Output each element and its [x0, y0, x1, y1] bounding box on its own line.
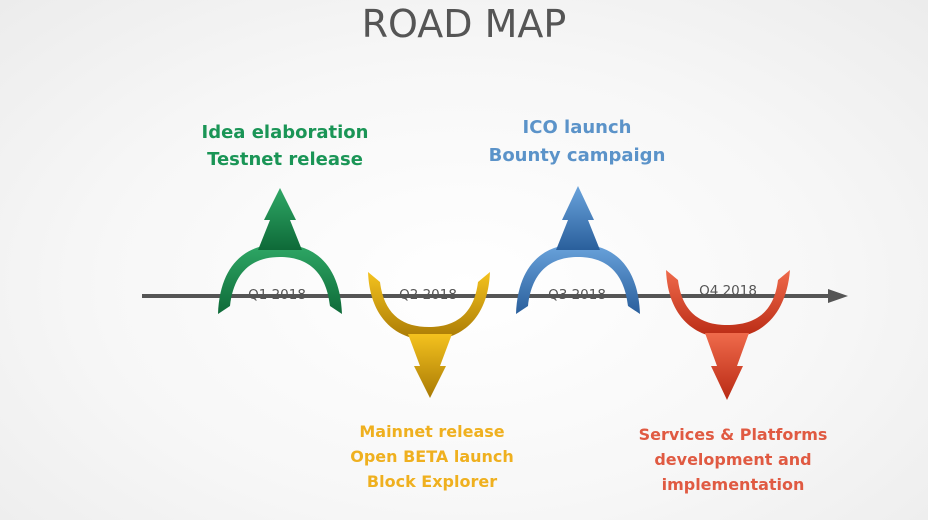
milestone-q3-line: ICO launch: [522, 117, 632, 138]
milestone-q3-arrow: [556, 186, 600, 250]
milestone-q3: Q3 2018: [516, 186, 640, 314]
milestone-q4: Q4 2018: [666, 270, 790, 400]
milestone-q2-label: Q2 2018: [399, 287, 457, 303]
timeline-arrowhead: [828, 289, 848, 303]
milestone-q2-line: Block Explorer: [366, 472, 498, 491]
milestone-q4-line: development and: [654, 450, 812, 469]
milestone-q4-line: implementation: [661, 475, 805, 494]
milestone-q2-arrow: [408, 334, 452, 398]
milestone-q2-description: Mainnet release Open BETA launch Block E…: [317, 419, 547, 494]
milestone-q2-line: Open BETA launch: [350, 447, 514, 466]
milestone-q3-arc: [516, 244, 640, 314]
milestone-q3-label: Q3 2018: [548, 287, 606, 303]
milestone-q2-line: Mainnet release: [359, 422, 505, 441]
milestone-q4-line: Services & Platforms: [638, 425, 828, 444]
milestone-q1-line: Testnet release: [207, 149, 363, 170]
milestone-q1-arrow: [258, 188, 302, 250]
milestone-q1-label: Q1 2018: [248, 287, 306, 303]
milestone-q2-arc: [368, 272, 490, 340]
milestone-q1: Q1 2018: [218, 188, 342, 314]
milestone-q4-description: Services & Platforms development and imp…: [613, 422, 853, 497]
milestone-q1-description: Idea elaboration Testnet release: [170, 119, 400, 173]
milestone-q1-arc: [218, 244, 342, 314]
milestone-q1-line: Idea elaboration: [201, 122, 369, 143]
milestone-q3-description: ICO launch Bounty campaign: [462, 114, 692, 170]
page-title: ROAD MAP: [361, 2, 567, 46]
milestone-q4-arrow: [705, 333, 749, 400]
milestone-q4-arc: [666, 270, 790, 338]
milestone-q4-label: Q4 2018: [699, 283, 757, 299]
milestone-q3-line: Bounty campaign: [488, 145, 666, 166]
milestone-q2: Q2 2018: [368, 272, 490, 398]
